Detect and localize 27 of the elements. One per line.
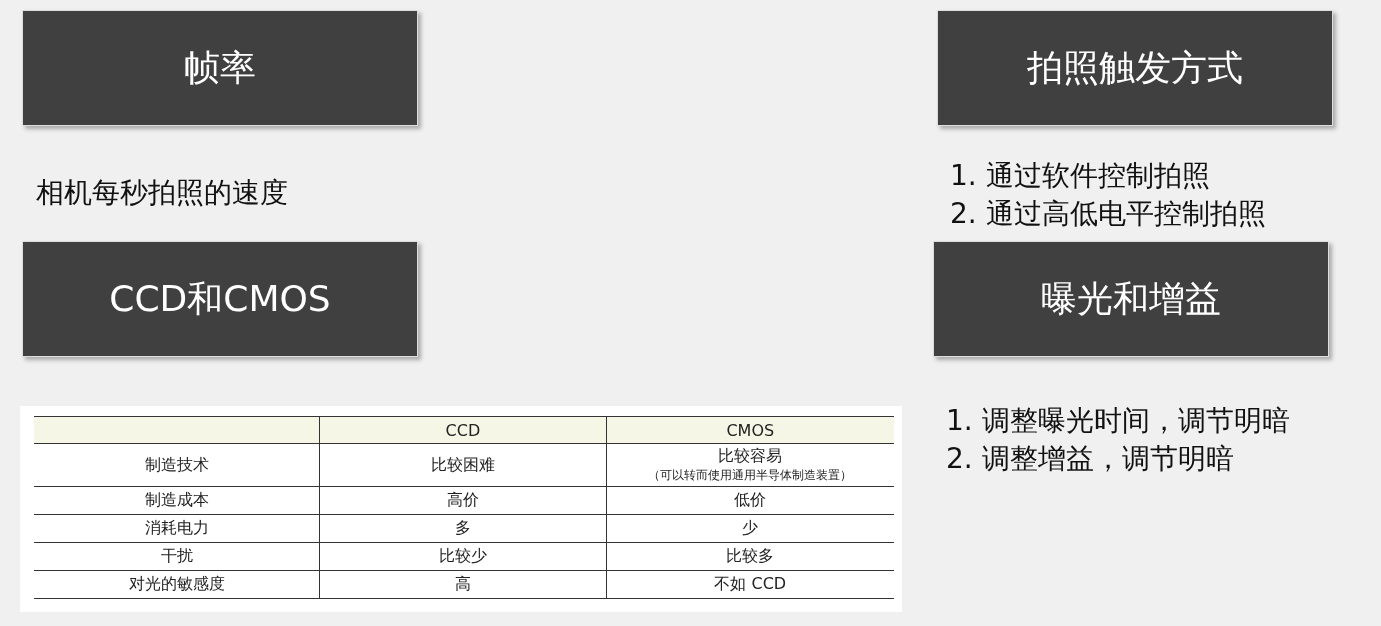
title-box: 帧率 bbox=[22, 10, 418, 126]
list-item: 1. 通过软件控制拍照 bbox=[950, 158, 1210, 194]
table-cell: 消耗电力 bbox=[34, 514, 320, 543]
table-cell: 高 bbox=[319, 570, 607, 599]
title-box: CCD和CMOS bbox=[22, 241, 418, 357]
cell-text: 比较容易 bbox=[717, 446, 784, 467]
table-cell: 多 bbox=[319, 514, 607, 543]
table-cell: 低价 bbox=[606, 486, 894, 515]
table-cell: 制造成本 bbox=[34, 486, 320, 515]
table-cell: 对光的敏感度 bbox=[34, 570, 320, 599]
table-cell: 比较困难 bbox=[319, 443, 607, 487]
title-box: 拍照触发方式 bbox=[937, 10, 1333, 126]
list-item: 2. 通过高低电平控制拍照 bbox=[950, 196, 1266, 232]
title-box: 曝光和增益 bbox=[933, 241, 1329, 357]
header-cell: CMOS bbox=[606, 416, 894, 444]
table-cell: 比较少 bbox=[319, 542, 607, 571]
table-cell: 少 bbox=[606, 514, 894, 543]
table-cell: 干扰 bbox=[34, 542, 320, 571]
header-cell: CCD bbox=[319, 416, 607, 444]
cell-note: （可以转而使用通用半导体制造装置） bbox=[647, 467, 854, 484]
description-text: 相机每秒拍照的速度 bbox=[36, 175, 288, 211]
table-cell: 比较多 bbox=[606, 542, 894, 571]
table-cell: 高价 bbox=[319, 486, 607, 515]
table-cell: 制造技术 bbox=[34, 443, 320, 487]
table-cell: 不如 CCD bbox=[606, 570, 894, 599]
list-item: 2. 调整增益，调节明暗 bbox=[946, 441, 1234, 477]
list-item: 1. 调整曝光时间，调节明暗 bbox=[946, 403, 1290, 439]
